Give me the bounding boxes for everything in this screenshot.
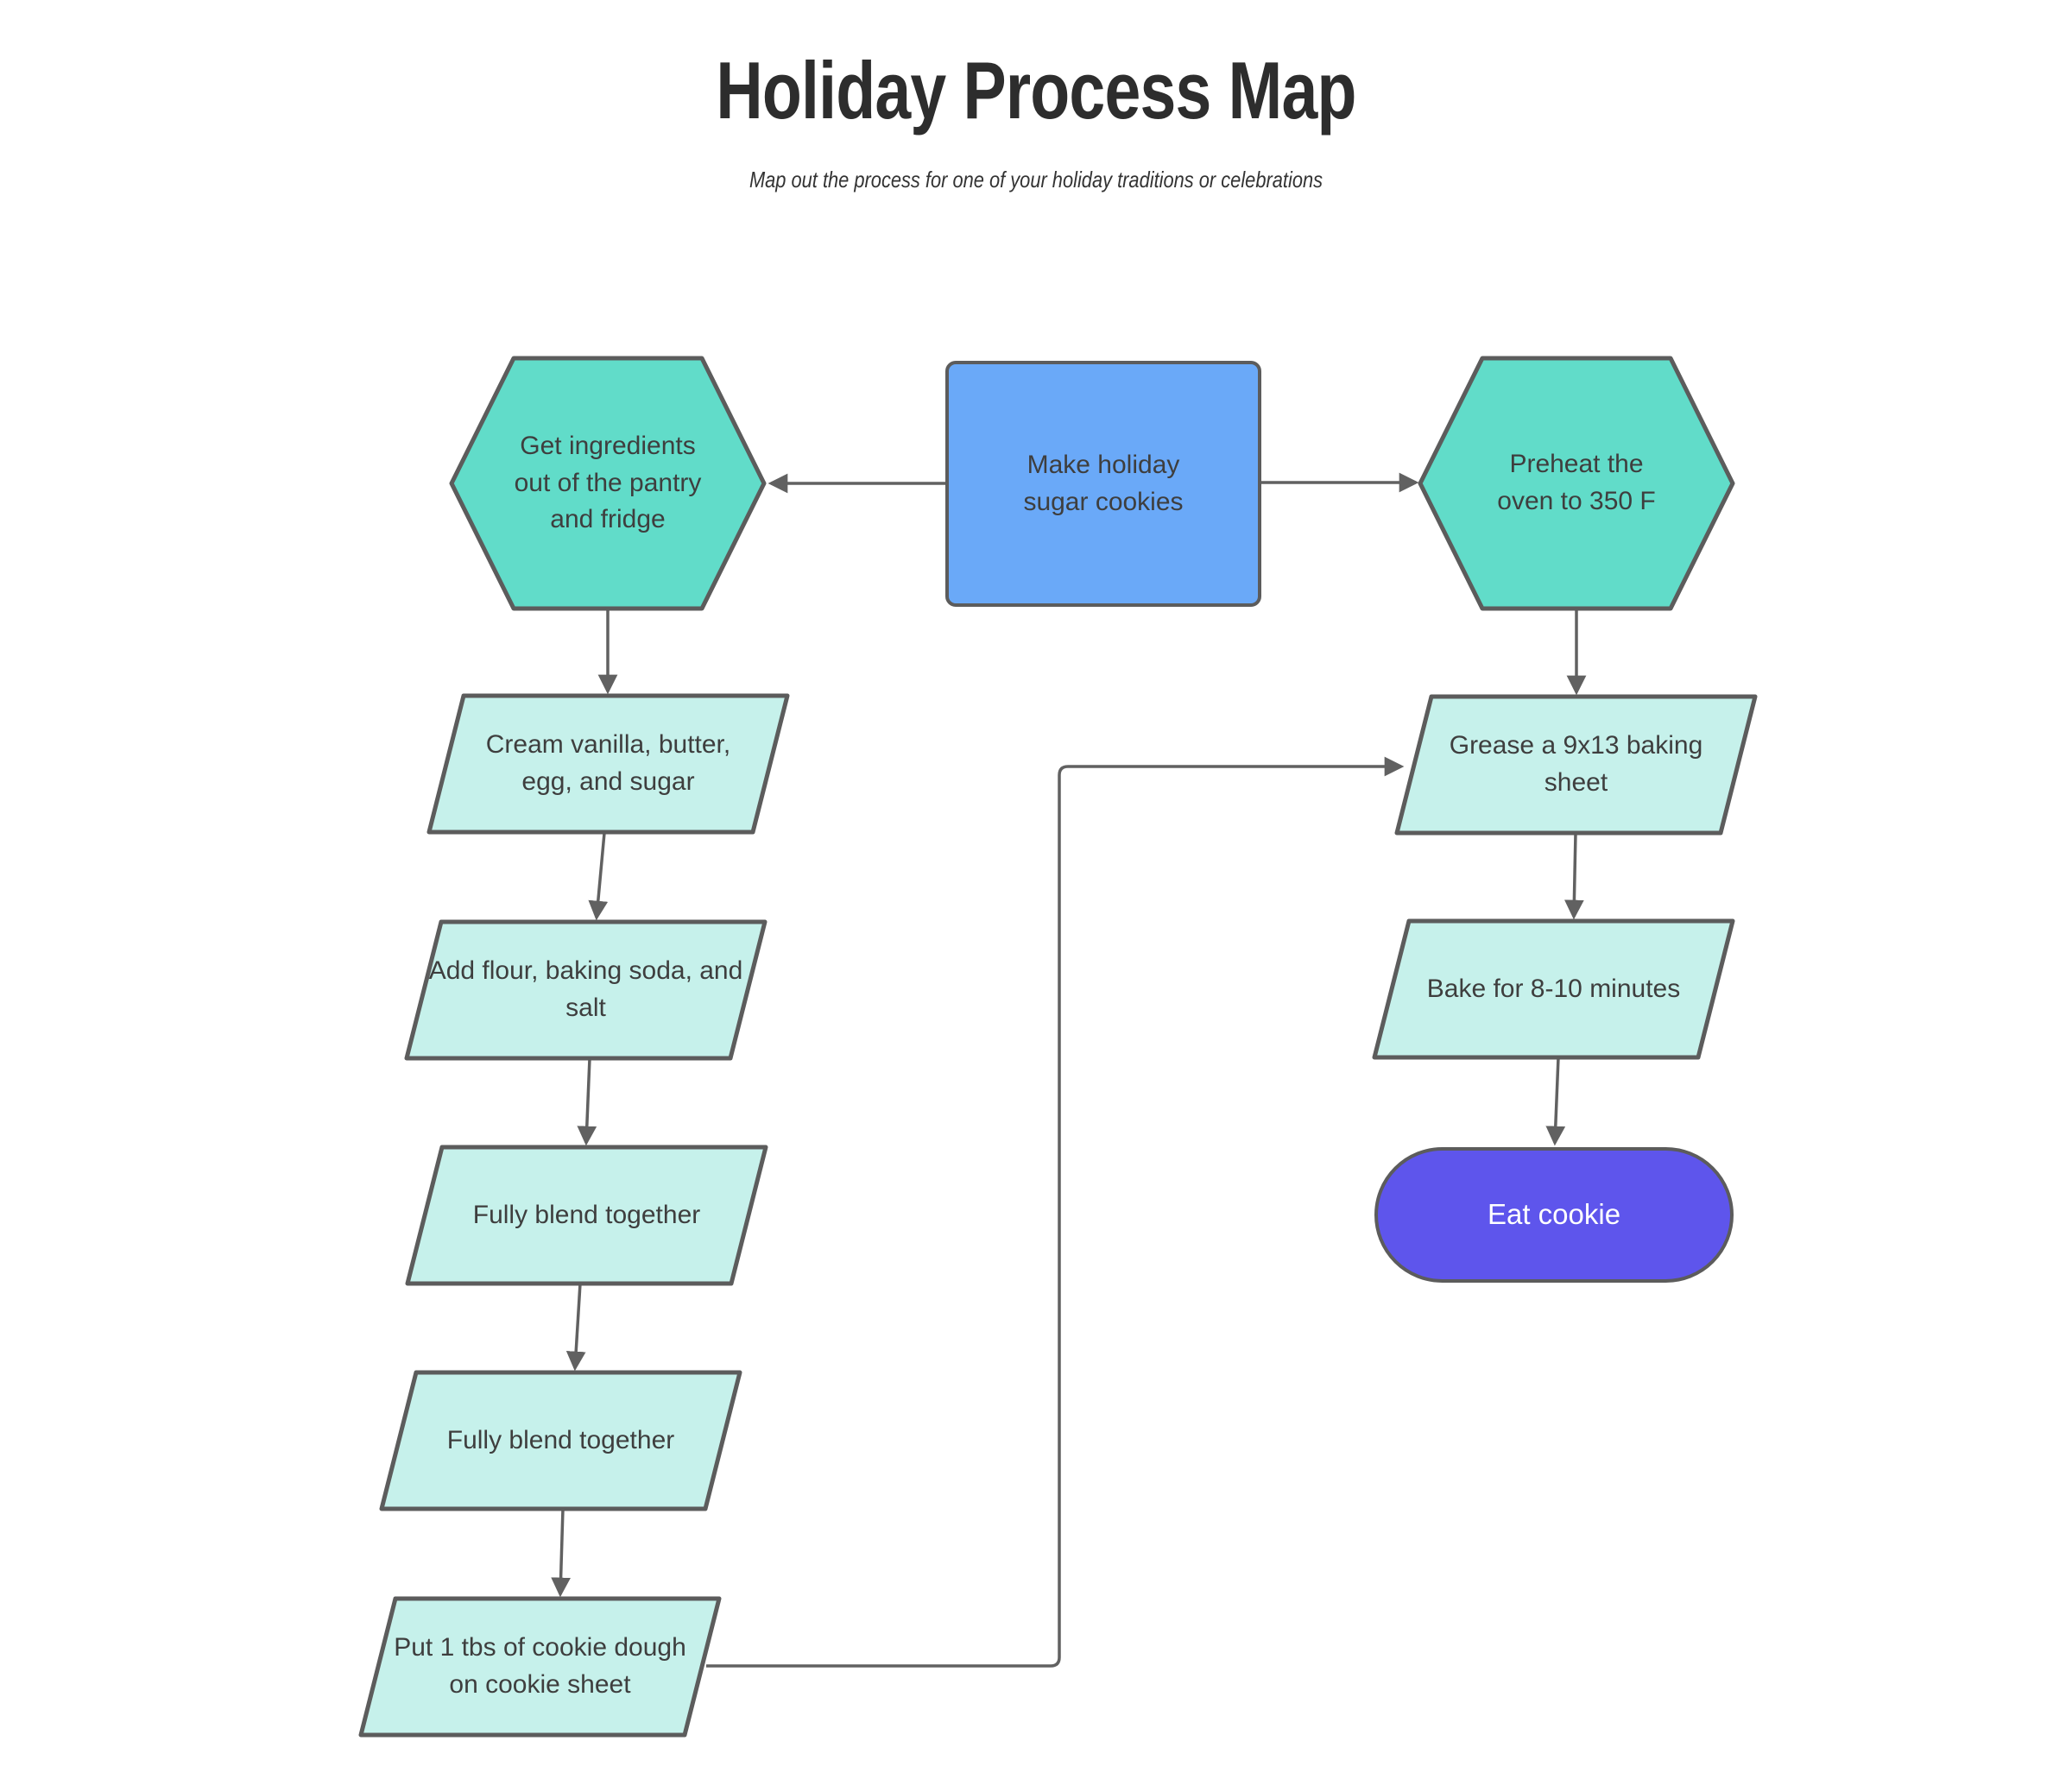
node-put-dough: Put 1 tbs of cookie dough on cookie shee… <box>358 1596 722 1738</box>
node-grease: Grease a 9x13 baking sheet <box>1394 694 1758 836</box>
parallelogram-shape <box>405 1145 768 1286</box>
node-label: Get ingredients out of the pantry and fr… <box>514 432 702 534</box>
edge-grease-to-bake <box>1564 832 1584 920</box>
parallelogram-shape <box>404 919 768 1061</box>
edge-add-flour-to-blend-1 <box>577 1057 597 1146</box>
node-get-ingredients: Get ingredients out of the pantry and fr… <box>449 356 767 611</box>
node-eat-cookie: Eat cookie <box>1374 1147 1734 1283</box>
node-add-flour: Add flour, baking soda, and salt <box>404 919 768 1061</box>
parallelogram-shape <box>1372 918 1735 1060</box>
node-label: Make holiday sugar cookies <box>1023 450 1184 516</box>
node-blend-1: Fully blend together <box>405 1145 768 1286</box>
node-label: Cream vanilla, butter, egg, and sugar <box>485 730 731 796</box>
node-label: Put 1 tbs of cookie dough on cookie shee… <box>394 1633 686 1699</box>
edge-put-dough-to-grease <box>706 756 1405 1668</box>
edge-blend-2-to-put-dough <box>551 1508 571 1598</box>
node-label: Preheat the oven to 350 F <box>1497 450 1656 515</box>
parallelogram-shape <box>358 1596 722 1738</box>
page-subtitle: Map out the process for one of your holi… <box>749 167 1323 192</box>
hexagon-shape <box>1418 356 1735 611</box>
node-label: Add flour, baking soda, and salt <box>428 956 743 1022</box>
node-preheat-oven: Preheat the oven to 350 F <box>1418 356 1735 611</box>
node-label: Grease a 9x13 baking sheet <box>1449 731 1703 797</box>
parallelogram-shape <box>379 1370 742 1511</box>
node-blend-2: Fully blend together <box>379 1370 742 1511</box>
edge-cream-to-add-flour <box>588 832 609 921</box>
node-label: Bake for 8-10 minutes <box>1426 974 1681 1003</box>
edge-bake-to-eat <box>1545 1057 1566 1146</box>
page-title: Holiday Process Map <box>716 45 1356 136</box>
hexagon-shape <box>449 356 767 611</box>
edge-blend-1-to-blend-2 <box>565 1283 586 1372</box>
node-bake: Bake for 8-10 minutes <box>1372 918 1735 1060</box>
parallelogram-shape <box>1394 694 1758 836</box>
node-label: Fully blend together <box>446 1425 675 1454</box>
node-label: Fully blend together <box>472 1200 701 1229</box>
parallelogram-shape <box>426 693 790 835</box>
node-cream: Cream vanilla, butter, egg, and sugar <box>426 693 790 835</box>
node-start: Make holiday sugar cookies <box>945 361 1261 607</box>
node-label: Eat cookie <box>1487 1198 1621 1231</box>
